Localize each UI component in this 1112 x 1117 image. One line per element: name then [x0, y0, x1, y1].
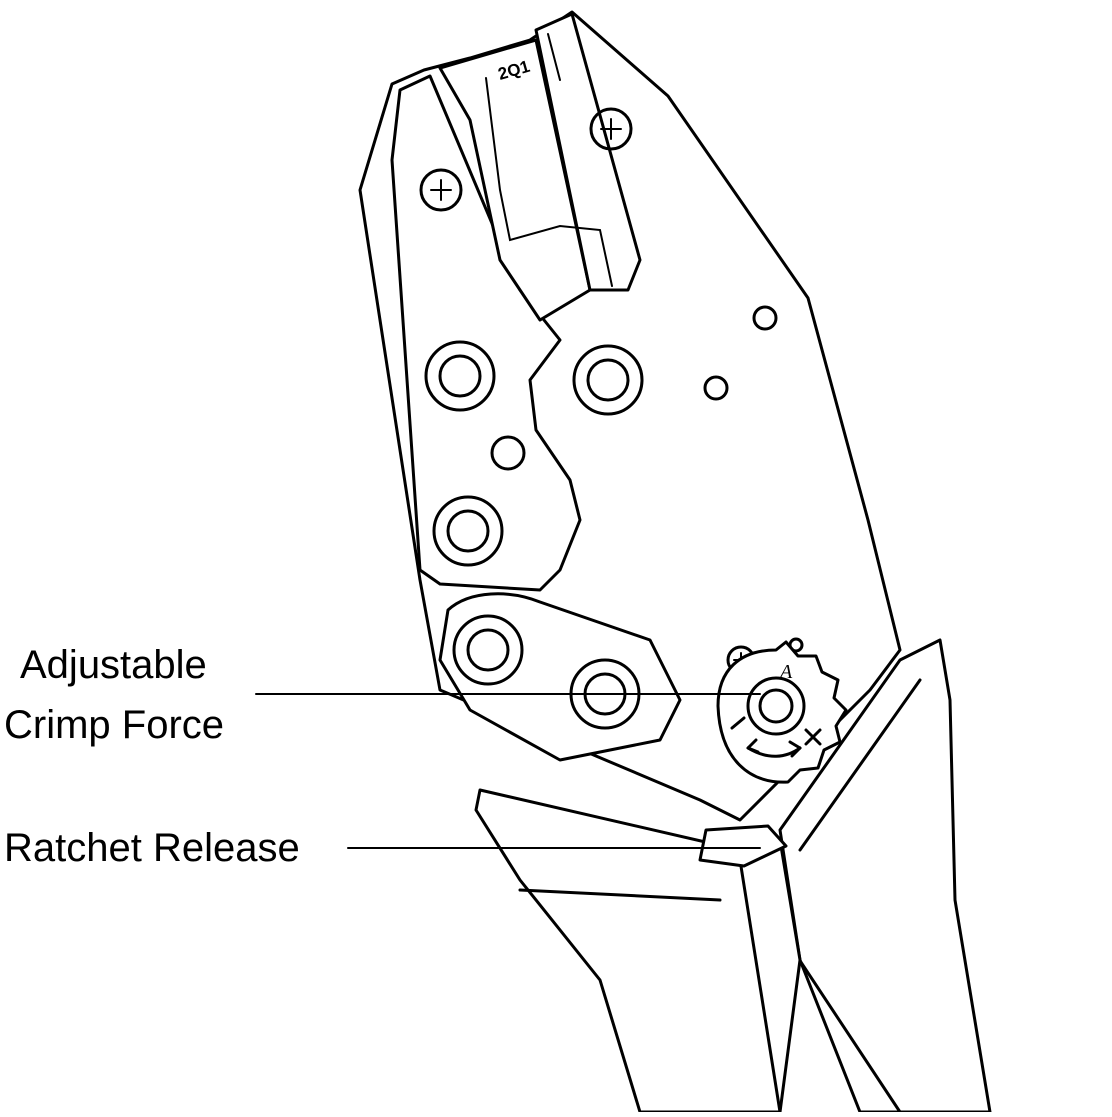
phillips-screw-icon — [589, 107, 633, 151]
label-adjustable-crimp-force-line2: Crimp Force — [4, 703, 225, 747]
left-handle-grip-edge — [518, 858, 782, 1114]
die-slot — [485, 33, 613, 287]
hole-icon — [703, 375, 729, 401]
ratchet-release-lever — [698, 824, 788, 868]
upper-die — [438, 38, 592, 322]
minus-mark-icon — [730, 716, 746, 730]
pivot-pin-icon — [572, 344, 644, 416]
right-handle — [778, 638, 992, 1114]
dial-marking: A — [778, 661, 793, 683]
x-mark-icon — [804, 728, 822, 746]
hole-icon — [752, 305, 778, 331]
lower-die — [534, 12, 642, 292]
hole-icon — [490, 435, 526, 471]
pivot-pin-icon — [432, 495, 504, 567]
pivot-pin-icon — [424, 340, 496, 412]
pivot-pin-icon — [452, 614, 524, 686]
phillips-screw-icon — [419, 168, 463, 212]
adjustment-dial: A — [716, 640, 848, 784]
label-adjustable-crimp-force-line1: Adjustable — [20, 643, 207, 687]
label-ratchet-release: Ratchet Release — [4, 826, 300, 870]
